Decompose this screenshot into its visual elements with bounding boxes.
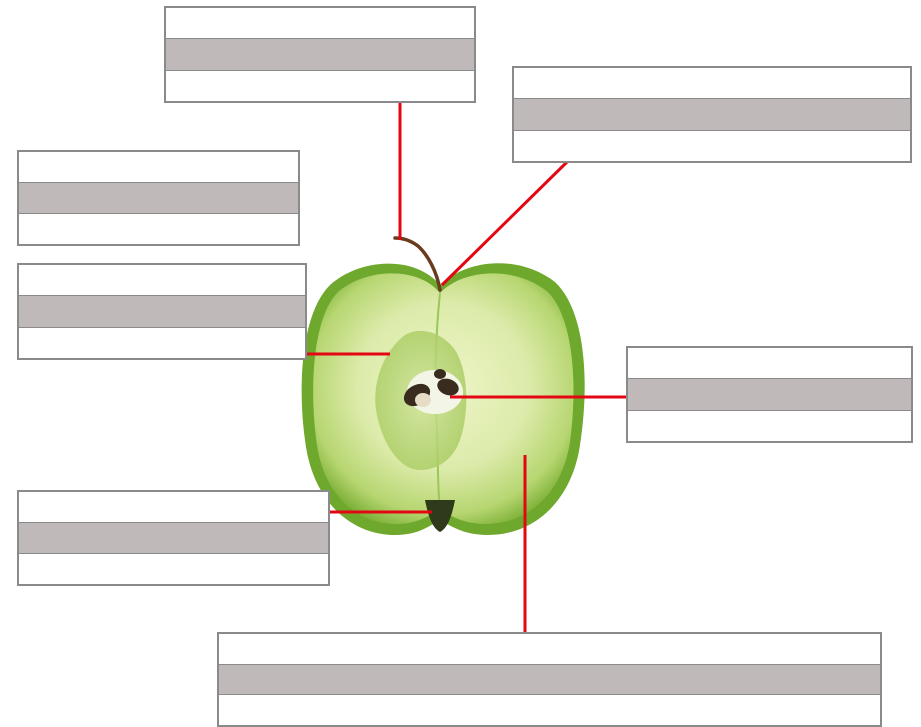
- label-box-top-row[interactable]: [19, 265, 305, 295]
- label-box-top-row[interactable]: [514, 68, 910, 98]
- label-box-seed[interactable]: [626, 346, 913, 443]
- label-box-stalk[interactable]: [164, 6, 476, 103]
- calyx: [425, 500, 455, 532]
- label-box-bottom-row[interactable]: [628, 411, 911, 441]
- label-box-top-row[interactable]: [19, 492, 328, 522]
- label-box-bottom-row[interactable]: [514, 131, 910, 161]
- label-box-bottom-row[interactable]: [19, 554, 328, 584]
- label-box-bottom-row[interactable]: [19, 214, 298, 244]
- label-box-calyx[interactable]: [17, 490, 330, 586]
- seed-left-light: [415, 393, 431, 407]
- label-box-middle-row[interactable]: [514, 98, 910, 130]
- label-box-bottom-row[interactable]: [219, 695, 880, 725]
- label-box-middle-row[interactable]: [219, 664, 880, 696]
- label-box-middle-row[interactable]: [19, 522, 328, 554]
- label-box-skin[interactable]: [512, 66, 912, 163]
- label-box-middle-row[interactable]: [166, 38, 474, 70]
- label-box-top-row[interactable]: [166, 8, 474, 38]
- label-box-middle-row[interactable]: [628, 378, 911, 410]
- label-box-top-row[interactable]: [219, 634, 880, 664]
- label-box-top-row[interactable]: [19, 152, 298, 182]
- label-box-middle-row[interactable]: [19, 295, 305, 327]
- label-box-top-row[interactable]: [628, 348, 911, 378]
- label-box-bottom-row[interactable]: [19, 328, 305, 358]
- label-box-flesh[interactable]: [217, 632, 882, 727]
- label-box-core[interactable]: [17, 263, 307, 360]
- label-box-upper-left[interactable]: [17, 150, 300, 246]
- seed-top: [434, 369, 446, 379]
- label-box-bottom-row[interactable]: [166, 71, 474, 101]
- label-box-middle-row[interactable]: [19, 182, 298, 214]
